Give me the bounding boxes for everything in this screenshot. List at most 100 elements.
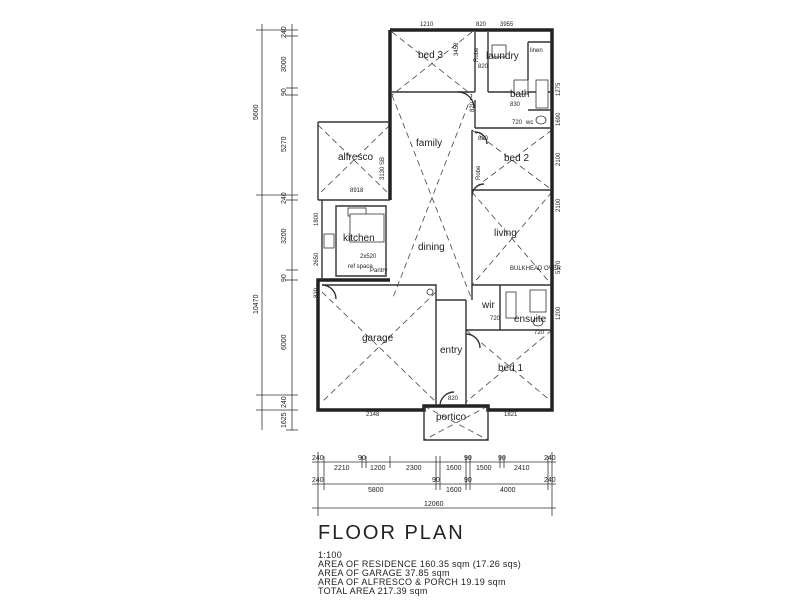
room-label-family: family	[416, 138, 442, 149]
kitchen-size-label: 2x520	[360, 254, 377, 260]
bulkhead-label: BULKHEAD OVER	[510, 266, 562, 272]
dim-text: 1200	[370, 465, 386, 472]
cooktop-icon	[323, 233, 335, 249]
room-label-ensuite: ensuite	[514, 314, 547, 325]
dim-text: 820	[470, 101, 476, 112]
room-label-bed2: bed 2	[504, 153, 529, 164]
dim-text: 240	[544, 477, 556, 484]
left-dimension-lines: 240 3000 90 5270 240 3200 90 6000 240 16…	[253, 24, 298, 431]
dim-text: 240	[281, 26, 288, 38]
robe-label-bed3: Robe	[474, 47, 480, 62]
dim-text: 830	[510, 102, 521, 108]
room-label-laundry: laundry	[486, 51, 519, 62]
dim-text: 5600	[253, 104, 260, 120]
plan-title: FLOOR PLAN	[318, 522, 465, 544]
dim-text: 720	[534, 330, 545, 336]
area-alfresco: AREA OF ALFRESCO & PORCH 19.19 sqm	[318, 577, 506, 587]
title-block: FLOOR PLAN 1:100 AREA OF RESIDENCE 160.3…	[318, 522, 618, 596]
bottom-dimension-lines: 240 2210 90 1200 2300 1600 90 1500 90 24…	[312, 452, 556, 516]
dim-text: 3200	[281, 228, 288, 244]
area-garage: AREA OF GARAGE 37.85 sqm	[318, 568, 450, 578]
dim-text: 240	[281, 192, 288, 204]
dim-text: 1500	[476, 465, 492, 472]
room-label-wir: wir	[481, 300, 495, 311]
dim-text: 720	[512, 120, 523, 126]
dim-text: 2148	[366, 412, 380, 418]
dim-text: 1210	[420, 22, 434, 28]
dim-text: 240	[312, 477, 324, 484]
column-icon	[426, 288, 434, 296]
dim-text: 90	[281, 88, 288, 96]
robe-label-bed2: Robe	[476, 165, 482, 180]
ensuite-shower-icon	[529, 289, 547, 313]
dim-text: 5800	[368, 487, 384, 494]
toilet-icon	[535, 115, 547, 125]
dim-text: 90	[464, 455, 472, 462]
area-total: TOTAL AREA 217.39 sqm	[318, 586, 428, 596]
dim-text: 820	[478, 136, 489, 142]
dim-text: 820	[314, 287, 320, 298]
dim-text: 2100	[556, 152, 562, 166]
dim-text: 1690	[556, 112, 562, 126]
room-labels: bed 3 laundry linen bath wc family bed 2…	[338, 48, 547, 423]
room-label-entry: entry	[440, 345, 462, 356]
dim-text-total: 12060	[424, 501, 444, 508]
dim-text: 2410	[514, 465, 530, 472]
room-label-wc: wc	[525, 120, 533, 126]
dim-text: 2650	[314, 252, 320, 266]
dim-text: 90	[498, 455, 506, 462]
vanity-icon	[505, 291, 517, 319]
bathtub-icon	[535, 79, 549, 109]
dim-text: 5270	[281, 136, 288, 152]
kitchen-island	[349, 213, 385, 243]
dim-text: 720	[490, 316, 501, 322]
dim-text: 3000	[281, 56, 288, 72]
room-label-linen: linen	[530, 48, 543, 54]
room-label-bed1: bed 1	[498, 363, 523, 374]
dim-text: 8918	[350, 188, 364, 194]
dim-text: 3955	[500, 22, 514, 28]
room-label-bath: bath	[510, 89, 529, 100]
dim-text: 5170	[556, 260, 562, 274]
dim-text: 1800	[314, 212, 320, 226]
dim-text: 1821	[504, 412, 518, 418]
dim-text: 3450	[454, 42, 460, 56]
dim-text: 1275	[556, 82, 562, 96]
dim-text: 820	[448, 396, 459, 402]
external-walls	[316, 28, 554, 441]
room-label-portico: portico	[436, 412, 466, 423]
room-label-living: living	[494, 228, 517, 239]
dim-text: 3130 SB	[380, 157, 386, 180]
dim-text: 4000	[500, 487, 516, 494]
dim-text: 90	[432, 477, 440, 484]
dim-text: 10470	[253, 294, 260, 314]
area-residence: AREA OF RESIDENCE 160.35 sqm (17.26 sqs)	[318, 559, 522, 569]
dim-text: 2300	[406, 465, 422, 472]
ref-space-label: ref space	[348, 264, 373, 270]
door-swings	[321, 91, 488, 407]
dim-text: 820	[476, 22, 487, 28]
fixtures	[323, 44, 549, 327]
internal-dimensions: 1210 820 3955 820 830 820 720 820 8918 3…	[314, 22, 562, 418]
dim-text: 240	[312, 455, 324, 462]
dim-text: 2210	[334, 465, 350, 472]
ensuite-toilet-icon	[532, 317, 544, 327]
dim-text: 1625	[281, 412, 288, 428]
room-label-garage: garage	[362, 333, 394, 344]
dim-text: 820	[478, 64, 489, 70]
shower-icon	[513, 79, 529, 95]
dim-text: 90	[464, 477, 472, 484]
dim-text: 90	[358, 455, 366, 462]
dim-text: 240	[544, 455, 556, 462]
dim-text: 1600	[446, 487, 462, 494]
room-diagonals	[317, 31, 553, 441]
dim-text: 1200	[556, 306, 562, 320]
annotations: Robe Robe Pantry ref space BULKHEAD OVER…	[348, 47, 562, 274]
dim-text: 240	[281, 396, 288, 408]
room-label-alfresco: alfresco	[338, 152, 373, 163]
dim-text: 2100	[556, 198, 562, 212]
room-label-dining: dining	[418, 242, 445, 253]
room-label-bed3: bed 3	[418, 50, 443, 61]
dim-text: 90	[281, 274, 288, 282]
